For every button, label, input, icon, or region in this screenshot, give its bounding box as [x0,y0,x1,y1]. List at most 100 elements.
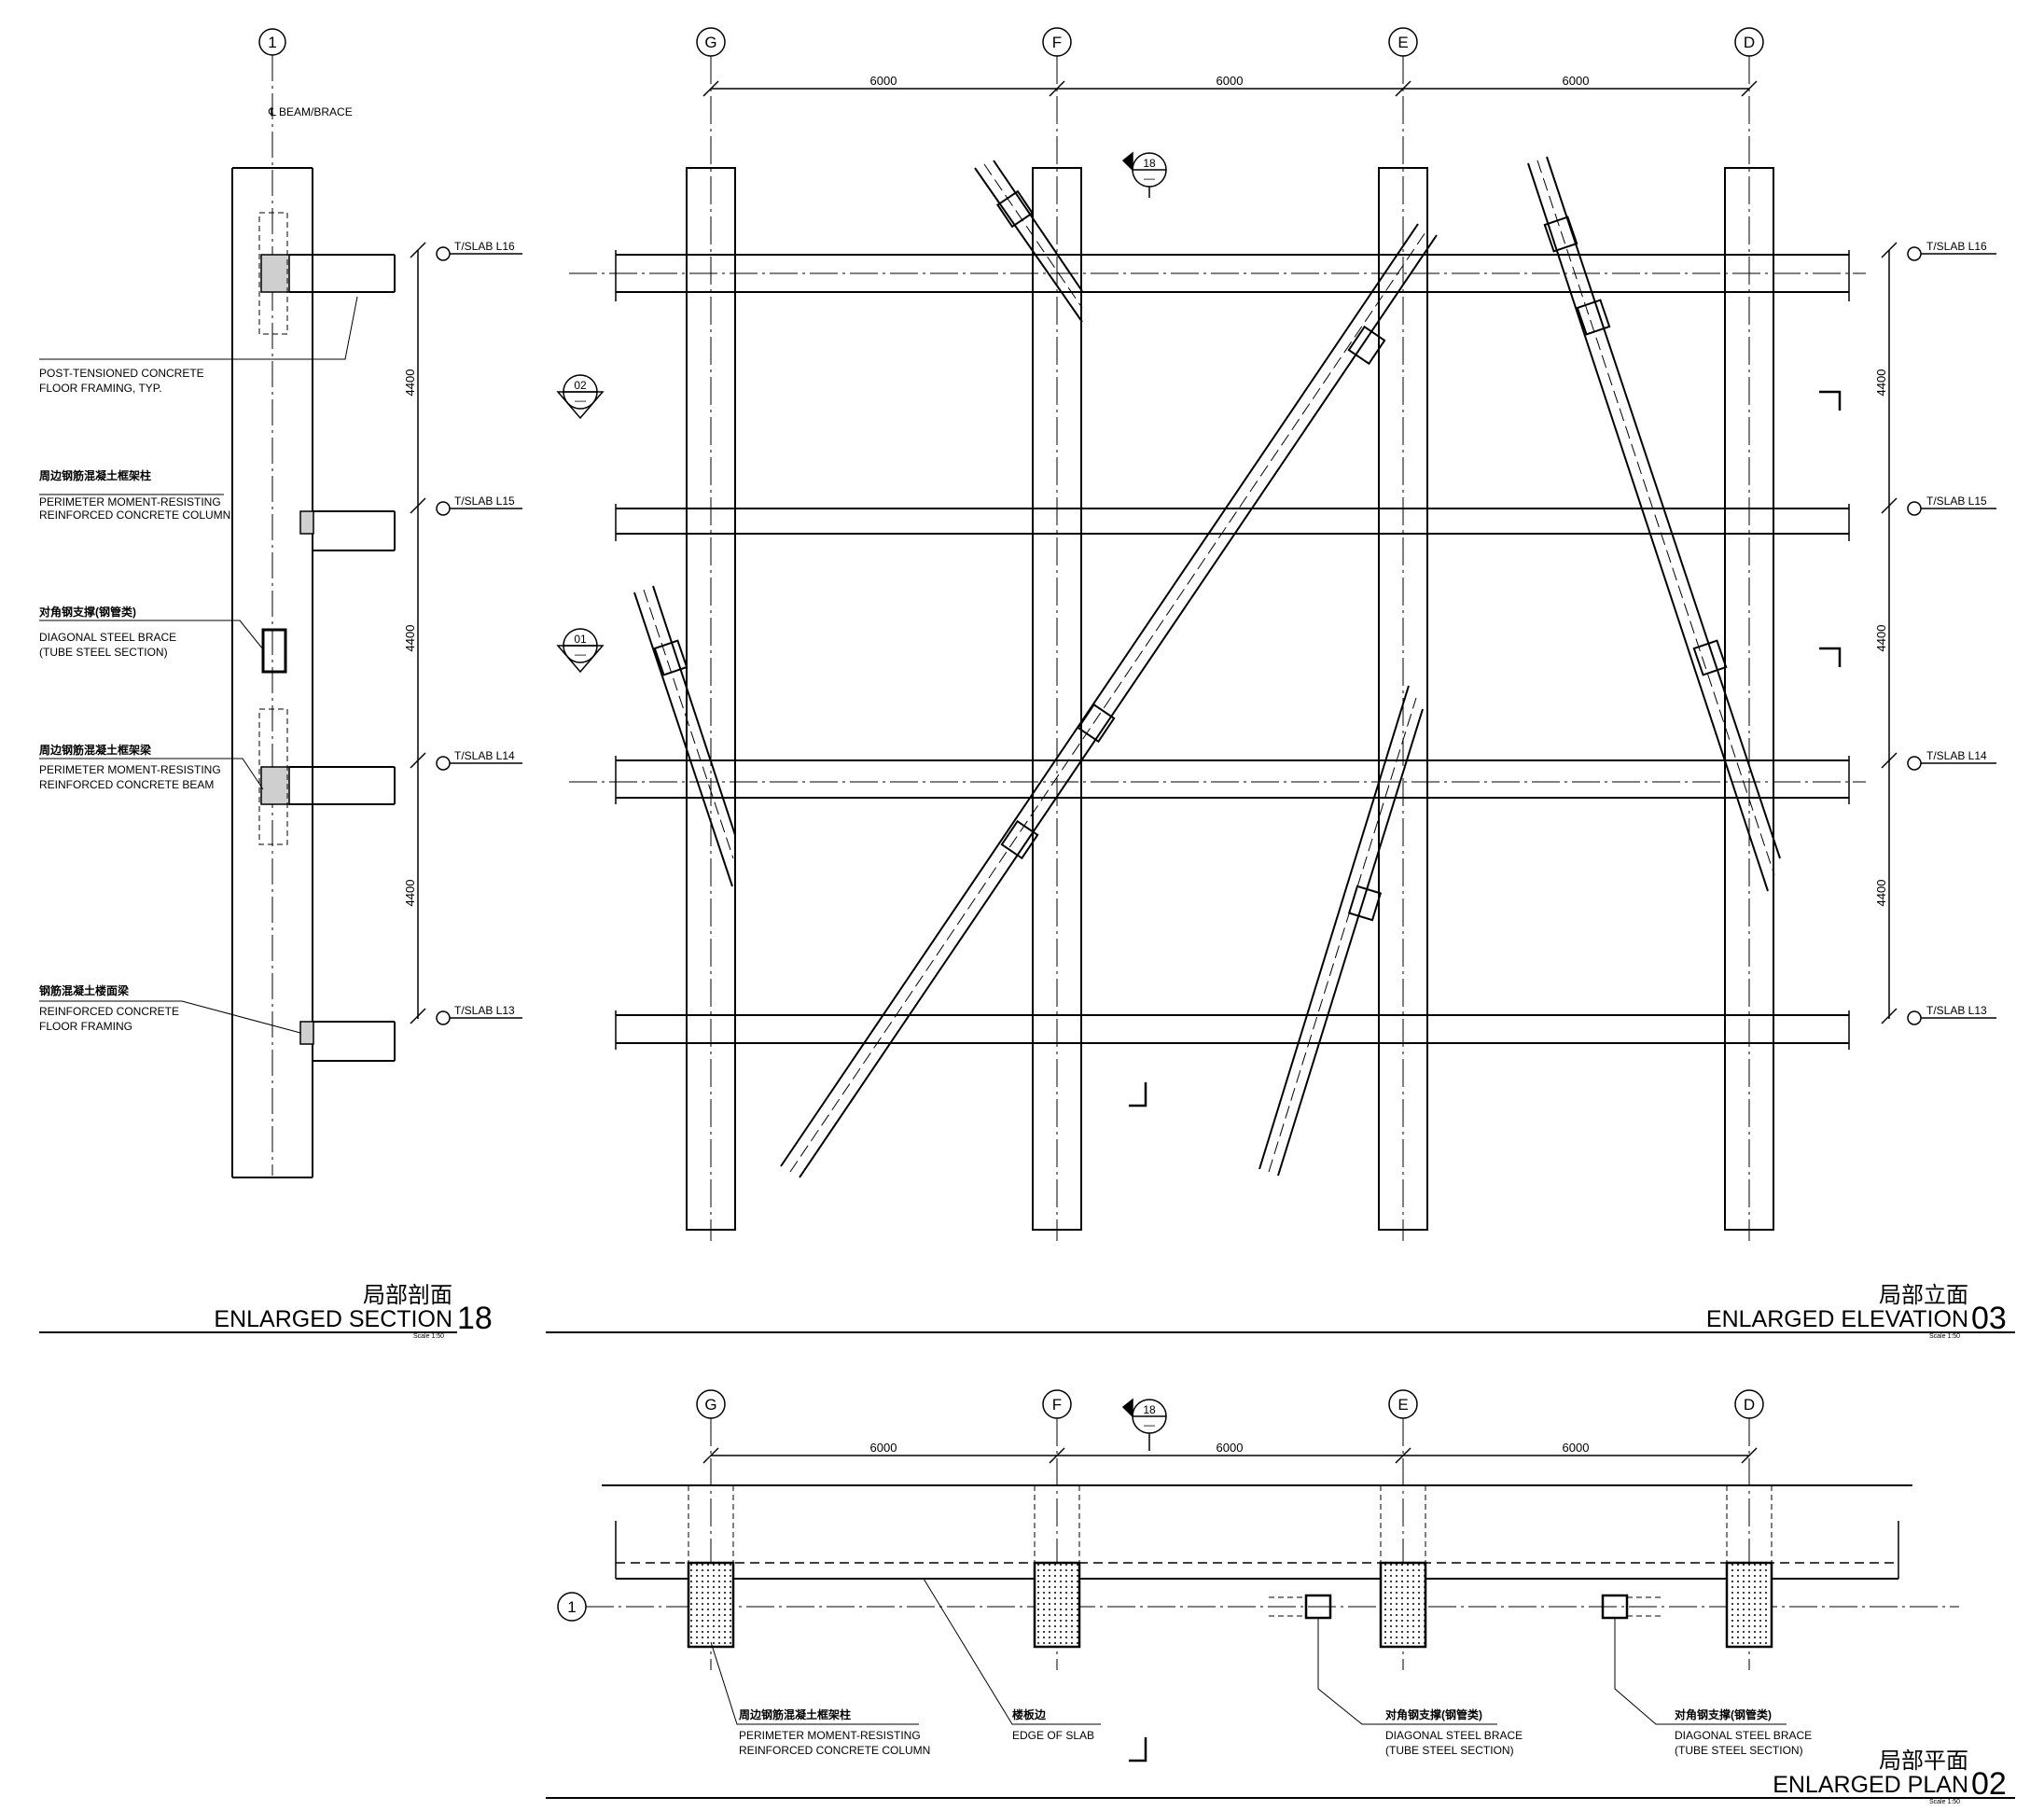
section-dim-3: 4400 [403,880,417,907]
elevation-callout-01-symbol [556,628,605,674]
elevation-vdim-3: 4400 [1874,880,1888,907]
elevation-grid-f: F [1052,34,1062,51]
elevation-callout-01-sheet: — [575,648,586,661]
elevation-vdim-2: 4400 [1874,625,1888,652]
plan-title-number: 02 [1971,1766,2007,1802]
elevation-dim-gf: 6000 [870,74,897,88]
plan-grid-g: G [704,1396,716,1414]
note-pt-floor-en1: POST-TENSIONED CONCRETE [39,367,204,380]
plan-callout-18-symbol [1121,1398,1167,1451]
section-level-markers [436,246,522,1025]
elevation-columns [686,167,1774,1231]
section-scale: Scale 1:50 [413,1333,444,1340]
elevation-callout-01-number: 01 [574,633,587,646]
elevation-grid-e: E [1397,34,1408,51]
note-pt-floor-en2: FLOOR FRAMING, TYP. [39,382,162,395]
elevation-vdim-1: 4400 [1874,369,1888,397]
elevation-level-l15: T/SLAB L15 [1926,495,1987,508]
brace-right-de [1527,156,1781,892]
section-title-number: 18 [457,1301,493,1336]
elevation-level-l16: T/SLAB L16 [1926,240,1987,253]
elevation-title-cn: 局部立面 [1879,1282,1968,1308]
note-floor-cn: 钢筋混凝土楼面梁 [39,983,129,997]
note-column-en2: REINFORCED CONCRETE COLUMN [39,508,230,522]
note-brace-en1: DIAGONAL STEEL BRACE [39,631,176,644]
note-brace-cn: 对角钢支撑(钢管类) [39,605,136,619]
note-beam-cn: 周边钢筋混凝土框架梁 [39,743,151,757]
beam-brace-label: ℄ BEAM/BRACE [268,105,353,118]
plan-title-en: ENLARGED PLAN [1773,1772,1968,1798]
section-dim-2: 4400 [403,625,417,652]
brace-tube-section [261,628,287,674]
note-beam-en2: REINFORCED CONCRETE BEAM [39,778,214,791]
plan-02-view [546,1389,2015,1799]
plan-grid-f: F [1052,1396,1062,1414]
slab-l13 [299,1021,396,1062]
elevation-dim-ed: 6000 [1563,74,1590,88]
plan-note-brace2-en2: (TUBE STEEL SECTION) [1675,1744,1803,1757]
plan-scale: Scale 1:50 [1929,1799,1960,1805]
elevation-title-en: ENLARGED ELEVATION [1706,1306,1968,1332]
note-floor-en2: FLOOR FRAMING [39,1020,132,1033]
section-grid-label: 1 [268,34,276,51]
plan-callout-18-number: 18 [1143,1403,1156,1416]
plan-note-slab-en1: EDGE OF SLAB [1012,1729,1094,1742]
section-level-l16: T/SLAB L16 [454,240,515,253]
plan-note-brace1-en1: DIAGONAL STEEL BRACE [1385,1729,1523,1742]
plan-dim-ed: 6000 [1563,1441,1590,1455]
elevation-dim-fe: 6000 [1217,74,1244,88]
plan-title-cn: 局部平面 [1879,1748,1968,1774]
plan-grid-d: D [1744,1396,1755,1414]
elevation-grid-g: G [704,34,716,51]
elevation-title-number: 03 [1971,1301,2007,1336]
elevation-beams [615,250,1850,1050]
note-beam-en1: PERIMETER MOMENT-RESISTING [39,763,221,776]
elevation-03-text: G F E D 6000 6000 6000 T/SLAB L16 T/SLAB… [574,34,2007,1340]
plan-grid-1: 1 [567,1598,576,1616]
section-dim-1: 4400 [403,369,417,397]
elevation-scale: Scale 1:50 [1929,1333,1960,1340]
plan-note-column-en2: REINFORCED CONCRETE COLUMN [739,1744,930,1757]
section-title-cn: 局部剖面 [363,1282,452,1308]
note-floor-en1: REINFORCED CONCRETE [39,1005,179,1018]
note-brace-en2: (TUBE STEEL SECTION) [39,646,168,659]
plan-note-slab-cn: 楼板边 [1012,1707,1047,1721]
slab-l14 [260,766,396,805]
elevation-callout-02-number: 02 [574,379,587,392]
plan-dim-gf: 6000 [870,1441,897,1455]
slab-l15 [299,510,396,551]
plan-note-brace1-cn: 对角钢支撑(钢管类) [1385,1707,1482,1721]
note-column-en1: PERIMETER MOMENT-RESISTING [39,495,221,508]
plan-dim-fe: 6000 [1217,1441,1244,1455]
brace-upper-left [974,160,1083,323]
note-column-cn: 周边钢筋混凝土框架柱 [39,468,151,482]
elevation-callout-18-sheet: — [1144,172,1155,185]
elevation-level-markers [1907,246,1996,1025]
plan-columns [687,1485,1773,1649]
section-title-en: ENLARGED SECTION [214,1306,452,1332]
elevation-callout-02-symbol [556,374,605,420]
elevation-callout-18-symbol [1121,151,1167,198]
section-18-text: 1 ℄ BEAM/BRACE T/SLAB L16 T/SLAB L15 T/S… [39,34,515,1340]
elevation-level-l14: T/SLAB L14 [1926,749,1987,762]
plan-note-brace2-en1: DIAGONAL STEEL BRACE [1675,1729,1812,1742]
brace-lower-right [1258,685,1424,1177]
elevation-callout-02-sheet: — [575,394,586,407]
elevation-03-view [546,27,2015,1333]
elevation-grid-d: D [1744,34,1755,51]
section-level-l15: T/SLAB L15 [454,495,515,508]
section-level-l14: T/SLAB L14 [454,749,515,762]
plan-grid-bubbles [557,1389,1764,1622]
plan-grid-e: E [1397,1396,1408,1414]
brace-long-gf [780,223,1438,1178]
section-level-l13: T/SLAB L13 [454,1004,515,1017]
plan-note-brace1-en2: (TUBE STEEL SECTION) [1385,1744,1514,1757]
plan-callout-18-sheet: — [1144,1418,1155,1431]
elevation-callout-18-number: 18 [1143,157,1156,170]
section-18-view [39,28,522,1333]
elevation-grid-bubbles [696,27,1764,57]
slab-l16 [260,254,396,293]
elevation-level-l13: T/SLAB L13 [1926,1004,1987,1017]
plan-02-text: G F E D 1 6000 6000 6000 18 — 周边钢筋混凝土框架柱… [567,1396,2007,1805]
